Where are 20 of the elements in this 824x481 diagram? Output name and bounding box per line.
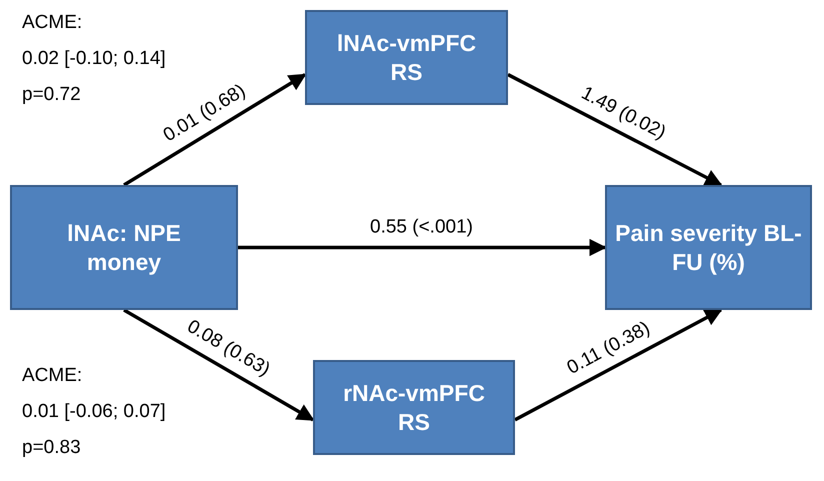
annotation-text: ACME:	[22, 365, 82, 388]
node-label: lNAc-vmPFC RS	[336, 28, 478, 86]
arrow	[123, 308, 315, 422]
annotation-text: 0.02 [-0.10; 0.14]	[22, 48, 166, 71]
annotation-text: ACME:	[22, 12, 82, 35]
annotation-text: 0.01 [-0.06; 0.07]	[22, 401, 166, 424]
arrow	[238, 238, 607, 256]
process-box	[313, 360, 515, 455]
arrow	[507, 73, 722, 187]
process-box	[305, 10, 508, 105]
annotation-text: p=0.72	[22, 84, 81, 107]
process-box	[10, 185, 238, 310]
annotation-text: p=0.83	[22, 437, 81, 460]
node-label: lNAc: NPE money	[66, 218, 182, 276]
node-label: Pain severity BL-FU (%)	[614, 218, 803, 276]
edge-label: 0.55 (<.001)	[370, 217, 473, 238]
node-label: rNAc-vmPFC RS	[342, 378, 486, 436]
process-box	[605, 185, 812, 310]
arrow	[514, 308, 722, 422]
arrow	[123, 73, 306, 186]
